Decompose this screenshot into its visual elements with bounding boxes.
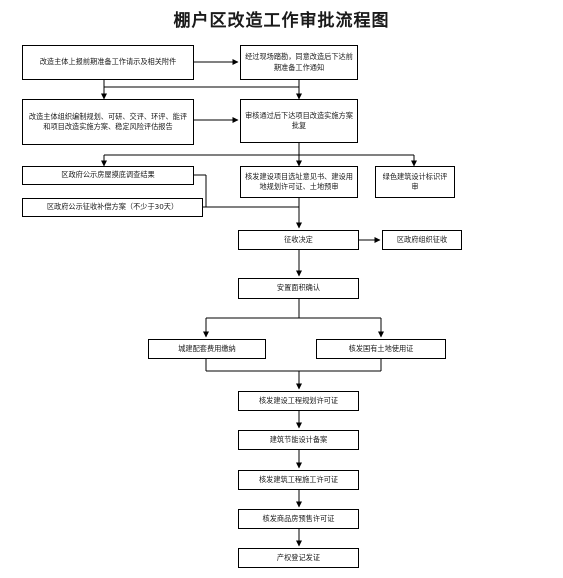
node-label: 核发国有土地使用证	[348, 343, 414, 353]
node-energy-design-filing: 建筑节能设计备案	[238, 430, 359, 450]
node-label: 改造主体上报前期准备工作请示及相关附件	[39, 57, 177, 67]
node-label: 核发建设项目选址意见书、建设用地规划许可证、土地预审	[245, 171, 353, 191]
node-site-selection-permit: 核发建设项目选址意见书、建设用地规划许可证、土地预审	[240, 166, 358, 198]
page-title: 棚户区改造工作审批流程图	[173, 11, 390, 31]
node-resettlement-area: 安置面积确认	[238, 278, 359, 299]
node-label: 区政府公示房屋摸底调查结果	[61, 170, 155, 180]
node-infrastructure-fee: 城建配套费用缴纳	[148, 339, 266, 359]
node-label: 产权登记发证	[276, 552, 321, 562]
node-construction-permit: 核发建筑工程施工许可证	[238, 470, 359, 490]
node-label: 审核通过后下达项目改造实施方案批复	[245, 110, 353, 130]
node-compile-plans: 改造主体组织编制规划、可研、交评、环评、能评和项目改造实施方案、稳定风险评估报告	[22, 99, 194, 145]
node-land-use-certificate: 核发国有土地使用证	[316, 339, 446, 359]
node-planning-permit: 核发建设工程规划许可证	[238, 391, 359, 411]
node-label: 区政府组织征收	[396, 234, 448, 244]
node-compensation-plan: 区政府公示征收补偿方案（不少于30天）	[22, 198, 203, 217]
node-label: 城建配套费用缴纳	[178, 343, 236, 353]
node-label: 核发建设工程规划许可证	[258, 395, 339, 405]
node-label: 改造主体组织编制规划、可研、交评、环评、能评和项目改造实施方案、稳定风险评估报告	[28, 111, 188, 131]
node-label: 核发建筑工程施工许可证	[258, 474, 339, 484]
node-label: 核发商品房预售许可证	[262, 513, 335, 523]
node-organize-expropriation: 区政府组织征收	[382, 230, 462, 250]
node-property-registration: 产权登记发证	[238, 548, 359, 568]
node-label: 征收决定	[284, 234, 313, 244]
node-label: 建筑节能设计备案	[269, 434, 328, 444]
node-label: 区政府公示征收补偿方案（不少于30天）	[46, 202, 179, 212]
node-label: 经过现场踏勘，同意改造后下达前期准备工作通知	[245, 52, 353, 72]
node-preparation-notice: 经过现场踏勘，同意改造后下达前期准备工作通知	[240, 45, 358, 80]
node-green-building-review: 绿色建筑设计标识评审	[375, 166, 455, 198]
node-expropriation-decision: 征收决定	[238, 230, 359, 250]
node-submit-request: 改造主体上报前期准备工作请示及相关附件	[22, 45, 194, 80]
node-survey-results: 区政府公示房屋摸底调查结果	[22, 166, 194, 185]
node-presale-permit: 核发商品房预售许可证	[238, 509, 359, 529]
node-label: 安置面积确认	[276, 283, 321, 293]
node-plan-approval: 审核通过后下达项目改造实施方案批复	[240, 99, 358, 143]
node-label: 绿色建筑设计标识评审	[382, 171, 448, 191]
